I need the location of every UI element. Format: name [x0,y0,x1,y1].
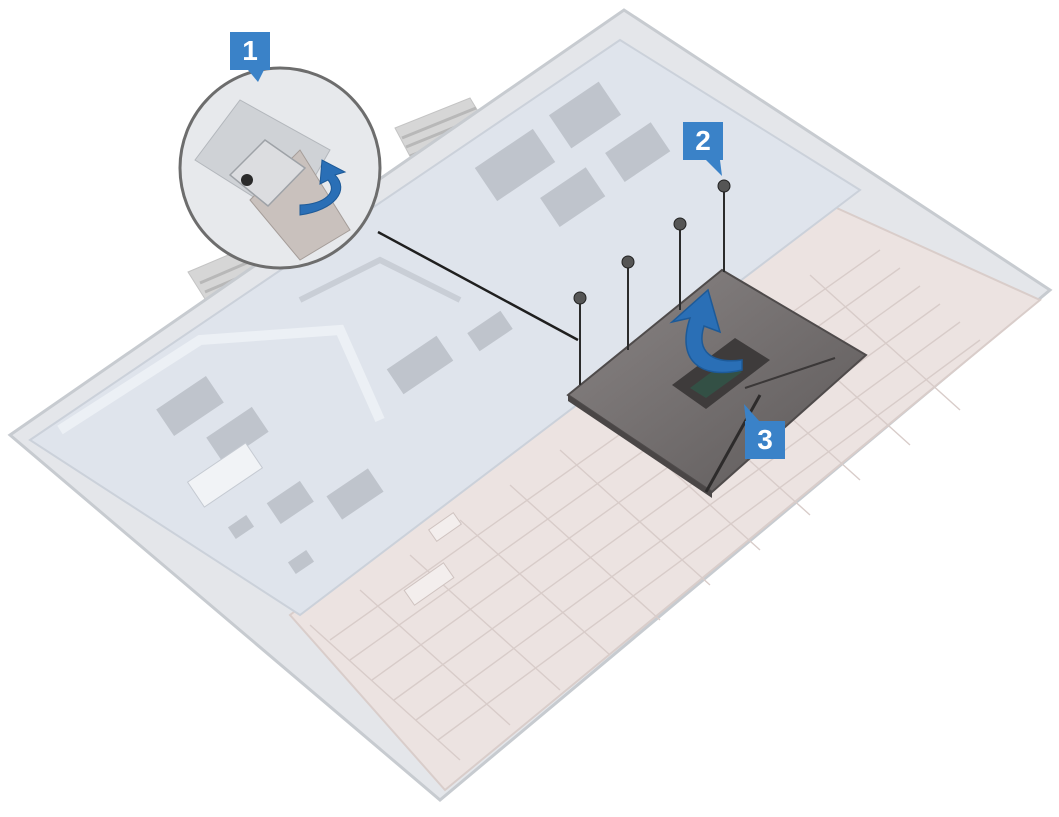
callout-magnifier [180,68,380,268]
step-label-3-pointer [742,402,762,424]
step-label-1: 1 [230,32,270,70]
step-label-1-pointer [248,70,268,84]
step-label-2: 2 [683,122,723,160]
step-label-2-pointer [706,160,726,178]
step-label-3: 3 [745,421,785,459]
